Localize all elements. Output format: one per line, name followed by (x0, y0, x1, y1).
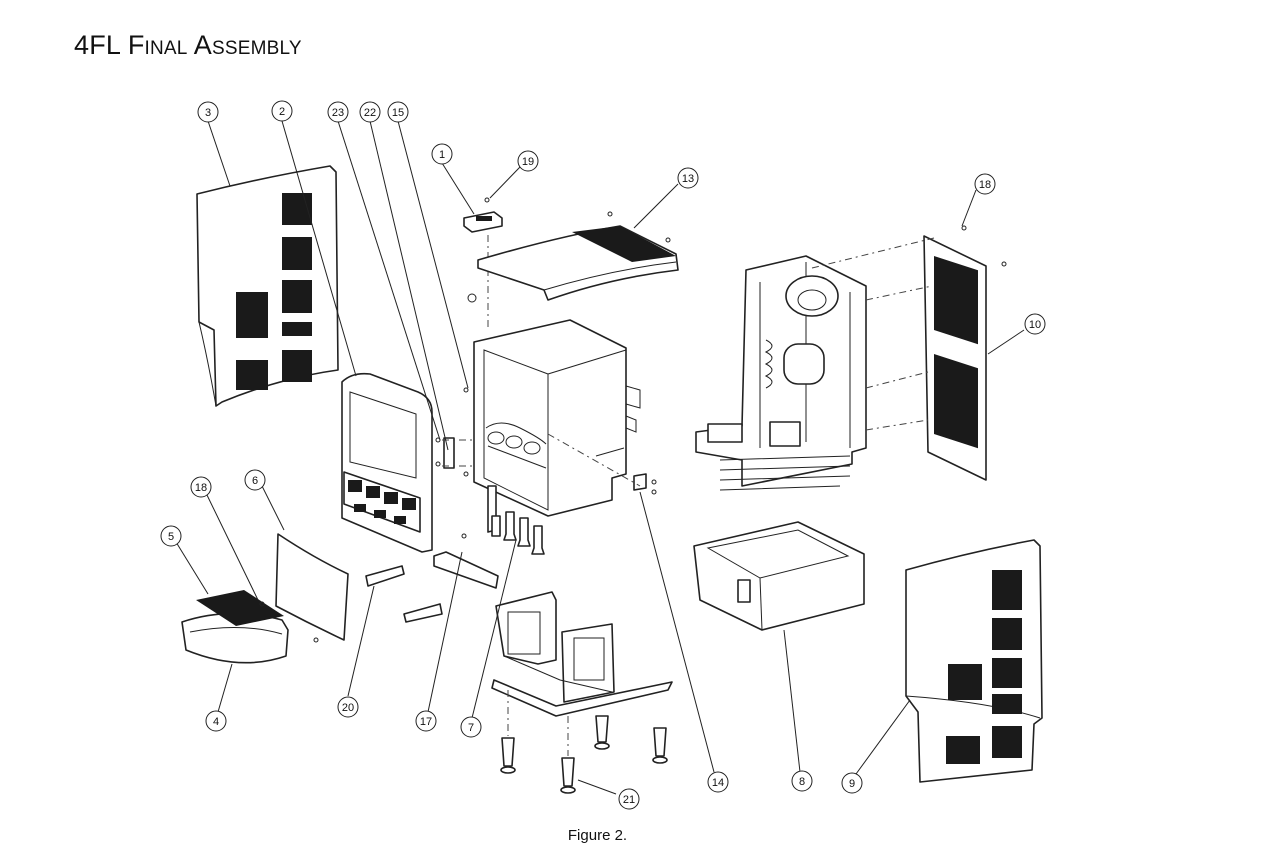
part-base-frame (491, 591, 673, 717)
part-right-side-panel (905, 539, 1043, 783)
callout-circle (415, 710, 437, 732)
callout-circle (359, 101, 381, 123)
callout-18: 18 (190, 476, 212, 498)
callout-circle (244, 469, 266, 491)
callout-number: 13 (682, 173, 694, 185)
callout-19: 19 (517, 150, 539, 172)
callout-circle (974, 173, 996, 195)
callout-circle (197, 101, 219, 123)
part-drip-tray (181, 590, 319, 664)
callout-15: 15 (387, 101, 409, 123)
callout-number: 3 (205, 107, 211, 119)
part-drip-bar (433, 533, 499, 589)
part-front-panel (341, 372, 433, 553)
callout-number: 5 (168, 531, 174, 543)
callout-2: 2 (271, 100, 293, 122)
callout-5: 5 (160, 525, 182, 547)
callout-9: 9 (841, 772, 863, 794)
callout-circle (190, 476, 212, 498)
callout-10: 10 (1024, 313, 1046, 335)
callout-circle (327, 101, 349, 123)
callout-1: 1 (431, 143, 453, 165)
callout-circle (791, 770, 813, 792)
callout-number: 18 (195, 482, 207, 494)
part-top-cover (477, 211, 679, 301)
callout-number: 20 (342, 702, 354, 714)
callout-number: 8 (799, 776, 805, 788)
callout-circle (205, 710, 227, 732)
callout-number: 4 (213, 716, 219, 728)
callout-20: 20 (337, 696, 359, 718)
callout-14: 14 (707, 771, 729, 793)
part-rear-grill (923, 225, 1007, 481)
callout-circle (707, 771, 729, 793)
part-refrigeration-unit (695, 255, 867, 491)
part-top-badge (463, 197, 503, 330)
callout-circle (460, 716, 482, 738)
part-main-cabinet (473, 319, 657, 533)
callout-number: 21 (623, 794, 635, 806)
callout-circle (517, 150, 539, 172)
callout-22: 22 (359, 101, 381, 123)
callout-circle (337, 696, 359, 718)
callout-number: 9 (849, 778, 855, 790)
callout-circle (387, 101, 409, 123)
callout-labels: 3 2 23 22 15 1 19 13 18 10 18 6 5 4 20 17 7 14 8 9 21 (160, 100, 1046, 810)
callout-circle (431, 143, 453, 165)
part-left-side-panel (196, 165, 339, 407)
callout-circle (160, 525, 182, 547)
figure-caption: Figure 2. (567, 827, 628, 844)
callout-circle (1024, 313, 1046, 335)
callout-number: 1 (439, 149, 445, 161)
part-drain-bin (693, 521, 865, 631)
callout-number: 17 (420, 716, 432, 728)
page-title-prefix: 4FL (74, 30, 121, 60)
callout-number: 23 (332, 107, 344, 119)
leader-lines (175, 120, 1025, 795)
callout-number: 18 (979, 179, 991, 191)
callout-number: 2 (279, 106, 285, 118)
part-legs (500, 690, 668, 794)
callout-number: 14 (712, 777, 724, 789)
callout-number: 10 (1029, 319, 1041, 331)
callout-number: 15 (392, 107, 404, 119)
callout-4: 4 (205, 710, 227, 732)
callout-circle (677, 167, 699, 189)
callout-17: 17 (415, 710, 437, 732)
part-small-brackets (435, 387, 469, 477)
callout-number: 22 (364, 107, 376, 119)
callout-13: 13 (677, 167, 699, 189)
page-title-rest: Final Assembly (127, 30, 302, 60)
part-faucets (491, 511, 545, 555)
callout-circle (618, 788, 640, 810)
callout-number: 6 (252, 475, 258, 487)
callout-6: 6 (244, 469, 266, 491)
callout-circle (271, 100, 293, 122)
callout-7: 7 (460, 716, 482, 738)
callout-number: 19 (522, 156, 534, 168)
callout-18: 18 (974, 173, 996, 195)
callout-number: 7 (468, 722, 474, 734)
callout-8: 8 (791, 770, 813, 792)
callout-3: 3 (197, 101, 219, 123)
callout-21: 21 (618, 788, 640, 810)
part-small-plates (365, 565, 443, 623)
part-splash-panel (275, 533, 349, 641)
callout-23: 23 (327, 101, 349, 123)
callout-circle (841, 772, 863, 794)
page-title: 4FL Final Assembly (74, 30, 302, 61)
